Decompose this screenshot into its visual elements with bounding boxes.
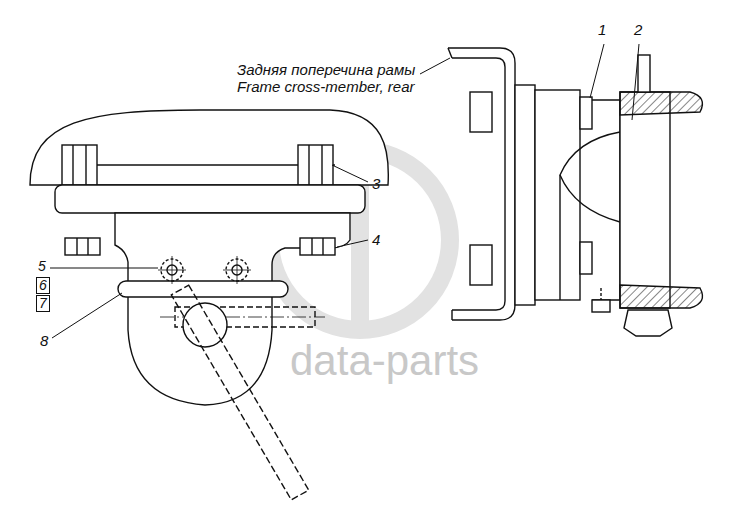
callout-number: 2 (634, 22, 642, 39)
watermark: data-parts (290, 338, 479, 384)
part-label: Frame cross-member, rear (237, 79, 415, 96)
part-label: Задняя поперечина рамы (237, 62, 415, 79)
callout-number: 7 (36, 295, 50, 312)
callout-number: 8 (40, 333, 48, 350)
callout-number: 6 (36, 277, 50, 294)
callout-number: 1 (598, 22, 606, 39)
callout-number: 3 (372, 176, 380, 193)
callout-number: 4 (372, 232, 380, 249)
callout-number: 5 (38, 259, 46, 274)
